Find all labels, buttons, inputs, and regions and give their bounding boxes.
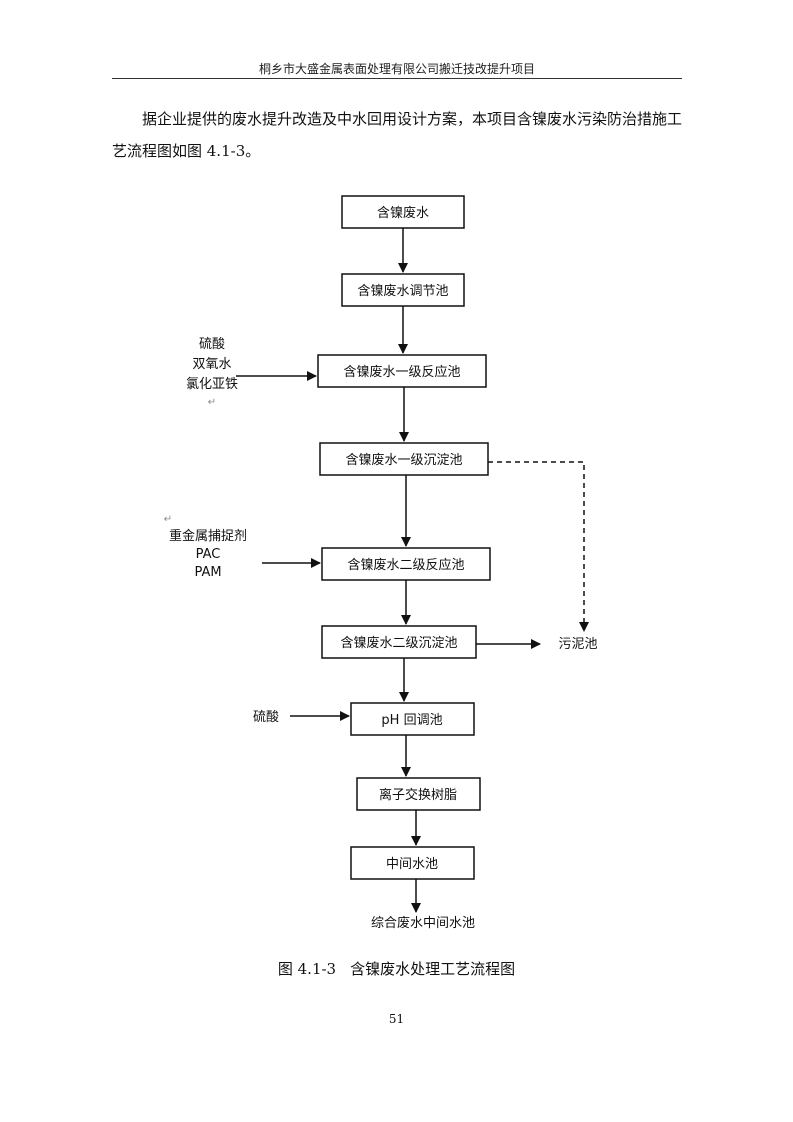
box-ph-label: pH 回调池: [381, 713, 442, 728]
box-settle1-label: 含镍废水一级沉淀池: [345, 452, 462, 468]
inputs-react2: ↵ 重金属捕捉剂 PAC PAM: [164, 514, 247, 580]
box-settle2-label: 含镍废水二级沉淀池: [340, 635, 457, 651]
inputs-react1: 硫酸 双氧水 氯化亚铁 ↵: [186, 337, 238, 408]
dashed-settle1-to-sludge: [488, 461, 585, 627]
input-react1-1: 双氧水: [192, 357, 231, 372]
box-raw: 含镍废水: [341, 195, 465, 229]
box-react1: 含镍废水一级反应池: [317, 354, 487, 388]
figure-number: 图 4.1-3: [277, 960, 337, 978]
return-mark: ↵: [164, 514, 172, 525]
input-ph-0: 硫酸: [253, 710, 279, 725]
box-settle2: 含镍废水二级沉淀池: [321, 625, 477, 659]
intro-text: 据企业提供的废水提升改造及中水回用设计方案，本项目含镍废水污染防治措施工艺流程图…: [112, 110, 683, 160]
input-react1-0: 硫酸: [199, 337, 225, 352]
box-react2: 含镍废水二级反应池: [321, 547, 491, 581]
box-equalize-label: 含镍废水调节池: [357, 283, 448, 299]
intro-paragraph: 据企业提供的废水提升改造及中水回用设计方案，本项目含镍废水污染防治措施工艺流程图…: [112, 103, 682, 167]
box-equalize: 含镍废水调节池: [341, 273, 465, 307]
header-rule: [112, 78, 682, 79]
sludge-tank-label: 污泥池: [558, 637, 597, 652]
box-ion-label: 离子交换树脂: [379, 787, 457, 803]
page-header: 桐乡市大盛金属表面处理有限公司搬迁技改提升项目: [258, 62, 535, 76]
page-number: 51: [388, 1012, 405, 1026]
return-mark: ↵: [208, 397, 216, 408]
input-react2-1: PAC: [196, 547, 221, 562]
box-ph: pH 回调池: [350, 702, 475, 736]
input-react2-2: PAM: [194, 565, 221, 580]
figure-caption: 图 4.1-3 含镍废水处理工艺流程图: [0, 958, 793, 979]
box-ion: 离子交换树脂: [356, 777, 481, 811]
box-raw-label: 含镍废水: [377, 205, 429, 221]
box-settle1: 含镍废水一级沉淀池: [319, 442, 489, 476]
box-mid: 中间水池: [350, 846, 475, 880]
output-label: 综合废水中间水池: [371, 915, 475, 931]
box-react1-label: 含镍废水一级反应池: [343, 364, 460, 380]
input-react1-2: 氯化亚铁: [186, 377, 238, 392]
figure-title: 含镍废水处理工艺流程图: [350, 960, 516, 978]
box-mid-label: 中间水池: [386, 857, 438, 872]
inputs-ph: 硫酸: [253, 710, 279, 725]
dashed-arrowhead: [579, 622, 589, 632]
box-react2-label: 含镍废水二级反应池: [347, 557, 464, 573]
input-react2-0: 重金属捕捉剂: [169, 528, 247, 544]
